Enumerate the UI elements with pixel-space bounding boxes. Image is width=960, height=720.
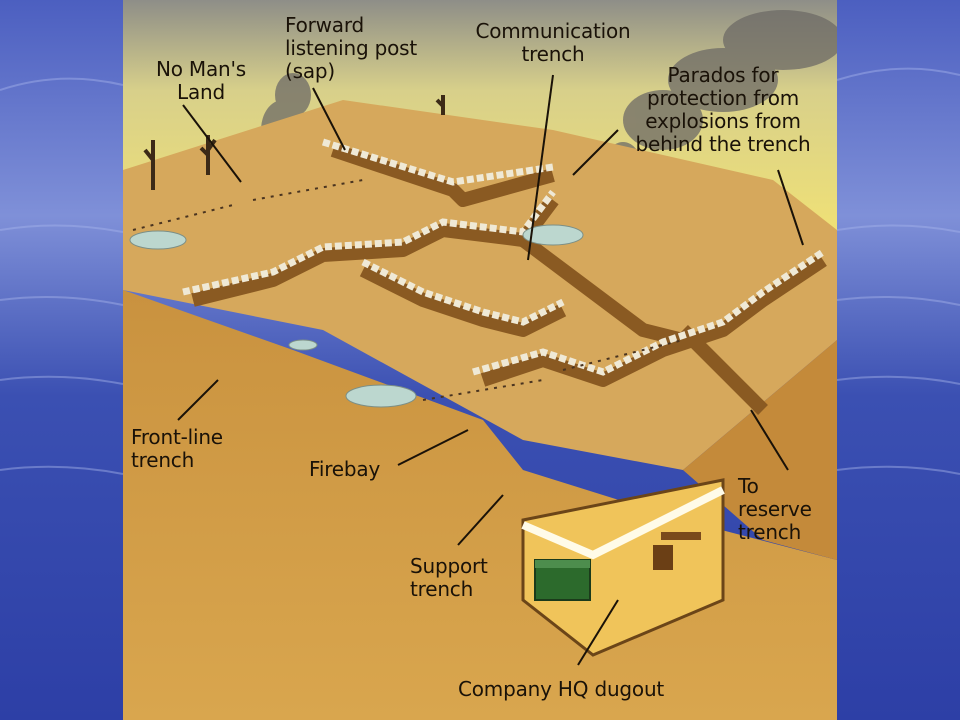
label-firebay: Firebay xyxy=(309,457,381,481)
dead-trees xyxy=(143,95,445,190)
label-to-reserve-trench: To reserve trench xyxy=(738,474,812,544)
label-no-mans-land: No Man's Land xyxy=(155,57,247,104)
leader-lines xyxy=(177,74,804,666)
sandbags xyxy=(182,138,825,376)
barbed-wire xyxy=(132,179,684,401)
label-parados: Parados for protection from explosions f… xyxy=(635,63,811,156)
trench-cross-section xyxy=(123,0,837,720)
label-front-line-trench: Front-line trench xyxy=(131,425,223,472)
label-company-hq-dugout: Company HQ dugout xyxy=(458,677,665,701)
label-forward-listening-post: Forward listening post (sap) xyxy=(285,13,418,83)
trench-channels xyxy=(191,143,827,415)
communication-trench-channel xyxy=(518,234,685,347)
label-support-trench: Support trench xyxy=(410,554,488,601)
ground-surface xyxy=(123,100,837,470)
sap-trench xyxy=(330,143,555,207)
company-hq-dugout xyxy=(521,478,725,657)
label-communication-trench: Communication trench xyxy=(475,19,631,66)
water-puddles xyxy=(129,224,584,408)
trench-illustration: No Man's Land Forward listening post (sa… xyxy=(123,0,837,720)
